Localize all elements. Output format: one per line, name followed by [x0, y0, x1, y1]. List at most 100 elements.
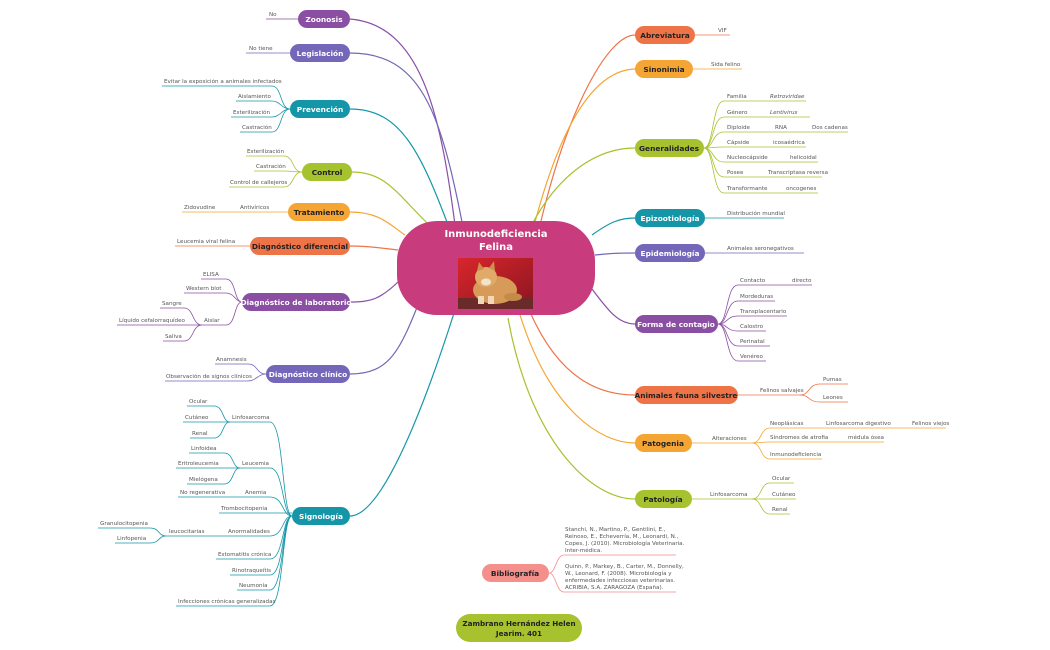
- leaf: Aislar: [204, 318, 220, 324]
- svg-text:Epidemiología: Epidemiología: [641, 249, 700, 258]
- leaf: Retroviridae: [770, 94, 805, 100]
- leaf: No regenerativa: [180, 490, 225, 496]
- leaf: Esterilización: [233, 109, 270, 116]
- leaf: Neumonía: [239, 582, 268, 589]
- leaf: directo: [792, 278, 812, 284]
- branch-patologia[interactable]: Patología: [635, 490, 692, 508]
- branch-abreviatura[interactable]: Abreviatura: [635, 26, 695, 44]
- leaf: Mordeduras: [740, 294, 773, 300]
- svg-text:Generalidades: Generalidades: [639, 144, 700, 153]
- leaf: Diploide: [727, 125, 750, 131]
- leaf: Linfoidea: [191, 446, 217, 452]
- branch-zoonosis[interactable]: Zoonosis: [298, 10, 350, 28]
- leaf: Contacto: [740, 278, 766, 284]
- branch-signologia[interactable]: Signología: [292, 507, 350, 525]
- branch-generalidades[interactable]: Generalidades: [635, 139, 704, 157]
- leaf: Evitar la exposición a animales infectad…: [164, 78, 282, 85]
- central-title-line2: Felina: [479, 242, 513, 253]
- leaf: Cutáneo: [772, 491, 796, 498]
- leaf: Alteraciones: [712, 436, 747, 442]
- leaf: Observación de signos clínicos: [166, 373, 252, 380]
- leaf: Mielógena: [189, 476, 218, 483]
- leaf: Renal: [192, 431, 208, 437]
- leaf: Control de callejeros: [230, 180, 287, 186]
- branch-epidemiologia[interactable]: Epidemiología: [635, 244, 705, 262]
- leaf: Cutáneo: [185, 414, 209, 421]
- leaf: Felinos viejos: [912, 421, 949, 427]
- branch-legislacion[interactable]: Legislación: [290, 44, 350, 62]
- author-box[interactable]: Zambrano Hernández Helen Jearim. 401: [456, 614, 582, 642]
- leaf: leucocitarias: [169, 529, 205, 535]
- main-connectors: [349, 18, 636, 517]
- leaf: Sida felino: [711, 62, 741, 68]
- leaf: Leucemia: [242, 461, 269, 467]
- leaf: Venéreo: [740, 353, 763, 360]
- leaves-left: No No tiene Evitar la exposición a anima…: [100, 12, 287, 605]
- reference-line: Quinn, P., Markey, B., Carter, M., Donne…: [565, 564, 684, 570]
- leaves-right: VIF Sida felino Familia Retroviridae Gén…: [565, 28, 949, 591]
- leaf: Aislamiento: [238, 94, 271, 100]
- leaf: Síndromes de atrofia: [770, 434, 828, 441]
- leaf: Ocular: [189, 399, 208, 405]
- leaf: Dos cadenas: [812, 125, 848, 131]
- leaf: Anemia: [245, 490, 266, 496]
- leaf: Trombocitopenia: [220, 506, 267, 512]
- leaf: Estomatitis crónica: [218, 551, 271, 558]
- leaf: médula ósea: [848, 434, 884, 441]
- leaf: Neoplásicas: [770, 420, 804, 427]
- svg-text:Diagnóstico diferencial: Diagnóstico diferencial: [252, 242, 348, 251]
- branch-bibliografia[interactable]: Bibliografía: [482, 564, 549, 582]
- leaf: Distribución mundial: [727, 210, 785, 217]
- branch-forma-de-contagio[interactable]: Forma de contagio: [635, 315, 718, 333]
- leaf: Posee: [727, 170, 744, 176]
- leaf: helicoidal: [790, 155, 817, 161]
- leaf: Zidovudine: [184, 205, 216, 211]
- central-title-line1: Inmunodeficiencia: [444, 229, 547, 240]
- leaf: Linfosarcoma: [232, 415, 270, 421]
- leaf: Saliva: [165, 334, 182, 340]
- branch-patogenia[interactable]: Patogenia: [635, 434, 692, 452]
- svg-text:Diagnóstico clínico: Diagnóstico clínico: [269, 370, 347, 379]
- leaf: Perinatal: [740, 339, 765, 345]
- cat-photo: [458, 258, 533, 309]
- leaf: Transcriptasa reversa: [767, 170, 828, 176]
- leaf: Renal: [772, 507, 788, 513]
- leaf: Calostro: [740, 324, 764, 330]
- leaf-connectors: [98, 18, 946, 607]
- leaf: Castración: [242, 124, 272, 131]
- branch-tratamiento[interactable]: Tratamiento: [288, 203, 350, 221]
- leaf: No tiene: [249, 46, 273, 52]
- leaf: Nucleocápside: [727, 154, 768, 161]
- branch-dx-diferencial[interactable]: Diagnóstico diferencial: [250, 237, 350, 255]
- leaf: Transformante: [726, 186, 768, 192]
- svg-text:Control: Control: [312, 168, 343, 177]
- branch-sinonimia[interactable]: Sinonimia: [635, 60, 693, 78]
- leaf: ELISA: [203, 272, 219, 278]
- branch-prevencion[interactable]: Prevención: [290, 100, 350, 118]
- leaf: VIF: [718, 28, 727, 34]
- reference-line: Reinoso, E., Echeverría, M., Leonardi, N…: [565, 533, 679, 540]
- svg-text:Zoonosis: Zoonosis: [305, 15, 343, 24]
- leaf: RNA: [775, 125, 787, 131]
- svg-text:Legislación: Legislación: [297, 49, 344, 58]
- leaf: Western blot: [186, 286, 222, 292]
- leaf: Leucemia viral felina: [177, 239, 235, 245]
- author-line1: Zambrano Hernández Helen: [462, 619, 575, 628]
- author-line2: Jearim. 401: [495, 629, 542, 638]
- svg-text:Abreviatura: Abreviatura: [640, 31, 689, 40]
- svg-text:Epizootiología: Epizootiología: [641, 214, 700, 223]
- leaf: Ocular: [772, 476, 791, 482]
- leaf: Pumas: [823, 377, 842, 383]
- branch-dx-laboratorio[interactable]: Diagnóstico de laboratorio: [240, 293, 352, 311]
- branch-fauna-silvestre[interactable]: Animales fauna silvestre: [635, 386, 738, 404]
- branch-control[interactable]: Control: [302, 163, 352, 181]
- leaf: Eritroleucemia: [178, 461, 219, 467]
- branch-epizootiologia[interactable]: Epizootiología: [635, 209, 705, 227]
- svg-text:Prevención: Prevención: [297, 105, 343, 114]
- svg-text:Tratamiento: Tratamiento: [294, 208, 345, 217]
- leaf: Infecciones crónicas generalizadas: [178, 598, 276, 605]
- reference-line: enfermedades infecciosas veterinarias.: [565, 578, 675, 584]
- branch-dx-clinico[interactable]: Diagnóstico clínico: [266, 365, 350, 383]
- leaf: Anormalidades: [228, 529, 270, 535]
- central-topic[interactable]: Inmunodeficiencia Felina: [397, 221, 595, 315]
